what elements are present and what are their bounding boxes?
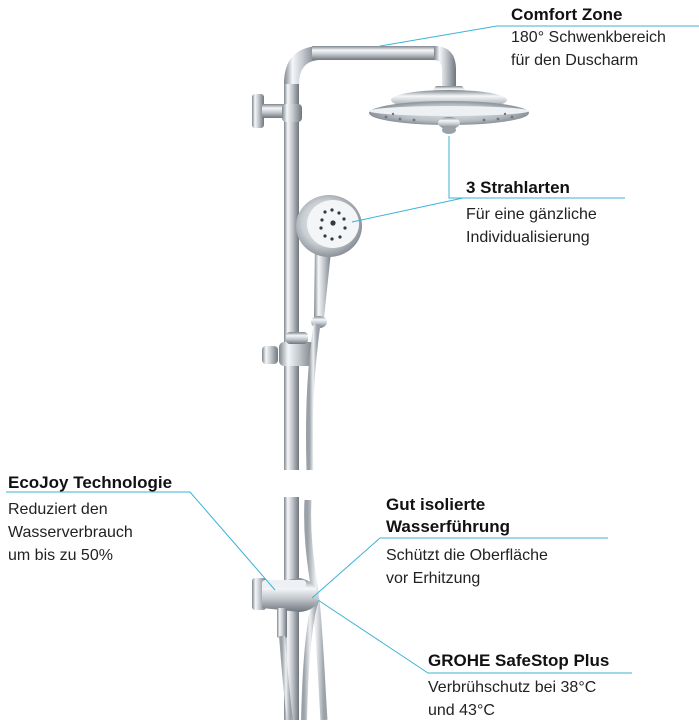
safestop-desc-2: und 43°C: [428, 702, 495, 719]
safestop-desc-1: Verbrühschutz bei 38°C: [428, 679, 597, 696]
ecojoy-desc-1: Reduziert den: [8, 501, 108, 518]
hose-upper: [305, 323, 321, 471]
slider-clamp: [279, 342, 315, 366]
callout-safestop: GROHE SafeStop Plus Verbrühschutz bei 38…: [428, 650, 609, 722]
ecojoy-desc-3: um bis zu 50%: [8, 547, 113, 564]
comfort-zone-desc-2: für den Duscharm: [511, 52, 639, 69]
ecojoy-title: EcoJoy Technologie: [8, 473, 173, 492]
shower-arm-bend: [284, 46, 318, 84]
isolierte-title-2: Wasserführung: [386, 517, 511, 536]
hose-connector: [277, 608, 287, 638]
hand-shower-handle: [314, 242, 332, 318]
ecojoy-desc-2: Wasserverbrauch: [8, 524, 133, 541]
wall-bracket-upper: [252, 94, 264, 128]
riser-rail-upper: [284, 80, 299, 470]
comfort-zone-title: Comfort Zone: [511, 5, 623, 24]
strahlarten-title: 3 Strahlarten: [466, 178, 570, 197]
slider-holder: [262, 346, 278, 364]
strahlarten-desc-2: Individualisierung: [466, 229, 590, 246]
callout-isolierte: Gut isolierte Wasserführung Schützt die …: [386, 494, 548, 590]
safestop-title: GROHE SafeStop Plus: [428, 651, 610, 670]
isolierte-title-1: Gut isolierte: [386, 495, 486, 514]
isolierte-desc-1: Schützt die Oberfläche: [386, 547, 548, 564]
comfort-zone-desc-1: 180° Schwenkbereich: [511, 29, 666, 46]
shower-arm: [312, 46, 438, 60]
callout-ecojoy: EcoJoy Technologie Reduziert den Wasserv…: [8, 472, 172, 567]
head-shower-center: [438, 117, 460, 129]
strahlarten-desc-1: Für eine gänzliche: [466, 206, 597, 223]
wall-bracket-upper-arm: [262, 104, 286, 118]
shower-arm-elbow: [434, 46, 456, 88]
callout-strahlarten: 3 Strahlarten Für eine gänzliche Individ…: [466, 177, 597, 249]
callout-comfort-zone: Comfort Zone 180° Schwenkbereich für den…: [511, 4, 666, 72]
isolierte-desc-2: vor Erhitzung: [386, 570, 481, 587]
